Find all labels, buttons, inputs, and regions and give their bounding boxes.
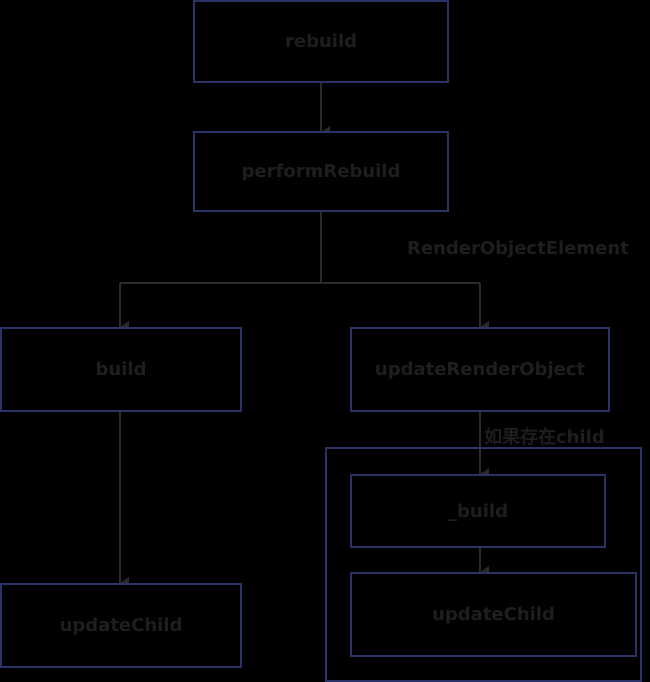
node-build-label: build <box>95 359 147 380</box>
node-update-child-right-label: updateChild <box>432 604 555 625</box>
node-update-child-left-label: updateChild <box>59 615 183 636</box>
node-rebuild: rebuild <box>193 0 449 83</box>
node-update-child-right: updateChild <box>350 572 637 657</box>
label-if-child-exists: 如果存在child <box>484 427 605 448</box>
node-perform-rebuild-label: performRebuild <box>241 161 401 182</box>
node-update-render-object-label: updateRenderObject <box>374 359 586 380</box>
node-private-build: _build <box>350 474 606 548</box>
node-perform-rebuild: performRebuild <box>193 131 449 212</box>
node-update-child-left: updateChild <box>0 583 242 668</box>
conditional-group <box>325 447 642 682</box>
label-render-object-element: RenderObjectElement <box>407 238 629 259</box>
node-rebuild-label: rebuild <box>284 31 357 52</box>
node-build: build <box>0 327 242 412</box>
node-update-render-object: updateRenderObject <box>350 327 610 412</box>
node-private-build-label: _build <box>448 500 508 522</box>
